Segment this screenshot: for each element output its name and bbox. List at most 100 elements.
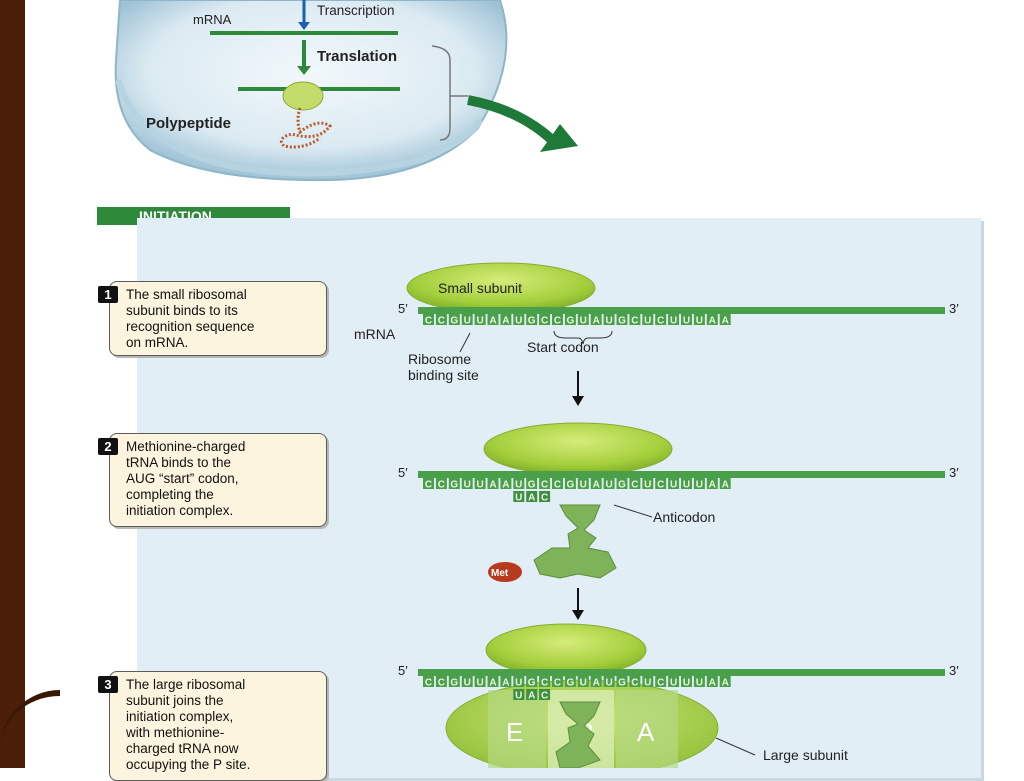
base-box <box>526 676 538 687</box>
base-box <box>474 314 486 325</box>
base-box <box>668 478 680 489</box>
base-letter: G <box>618 316 626 327</box>
base-box <box>539 676 551 687</box>
base-letter: U <box>464 678 471 689</box>
base-box <box>655 478 667 489</box>
base-letter: A <box>502 316 509 327</box>
mrna-backbone <box>418 669 945 676</box>
three-prime-label: 3′ <box>949 465 959 480</box>
anticodon-base-letter: C <box>541 691 548 702</box>
base-letter: U <box>580 480 587 491</box>
three-prime-label: 3′ <box>949 301 959 316</box>
base-letter: G <box>567 480 575 491</box>
base-box <box>668 314 680 325</box>
base-letter: U <box>683 480 690 491</box>
base-letter: U <box>515 480 522 491</box>
base-letter: U <box>670 316 677 327</box>
base-letter: C <box>425 678 432 689</box>
base-letter: C <box>438 316 445 327</box>
base-box <box>629 676 641 687</box>
base-box <box>719 314 731 325</box>
anticodon-base-letter: C <box>541 493 548 504</box>
base-letter: G <box>528 678 536 689</box>
five-prime-label: 5′ <box>398 465 408 480</box>
base-letter: G <box>567 678 575 689</box>
step-text: Methionine-charged tRNA binds to the AUG… <box>126 439 246 518</box>
mrna-backbone <box>418 471 945 478</box>
base-box <box>513 314 525 325</box>
base-box <box>603 314 615 325</box>
base-letter: C <box>554 678 561 689</box>
base-letter: U <box>476 678 483 689</box>
base-letter: U <box>670 678 677 689</box>
base-letter: A <box>489 678 496 689</box>
base-letter: U <box>476 480 483 491</box>
base-box <box>552 676 563 687</box>
small-subunit-label: Small subunit <box>438 280 522 296</box>
base-box <box>487 676 499 687</box>
base-letter: A <box>489 480 496 491</box>
three-prime-label: 3′ <box>949 663 959 678</box>
base-letter: U <box>515 316 522 327</box>
base-box <box>474 676 486 687</box>
base-box <box>435 314 447 325</box>
base-letter: G <box>567 316 575 327</box>
base-letter: C <box>554 480 561 491</box>
base-box <box>642 314 654 325</box>
overview-ribosome <box>282 81 324 111</box>
base-box <box>448 676 460 687</box>
base-box <box>655 314 667 325</box>
five-prime-label: 5′ <box>398 301 408 316</box>
base-letter: U <box>605 480 612 491</box>
site-a-region <box>616 690 678 768</box>
base-box <box>706 676 718 687</box>
base-box <box>423 676 434 687</box>
base-box <box>668 676 680 687</box>
base-box <box>539 314 551 325</box>
base-box <box>603 676 615 687</box>
base-letter: U <box>464 316 471 327</box>
anticodon-label: Anticodon <box>653 509 715 525</box>
large-subunit-label: Large subunit <box>763 747 848 763</box>
base-box <box>693 314 705 325</box>
step-text: The small ribosomal subunit binds to its… <box>126 287 255 350</box>
base-box <box>500 478 512 489</box>
trna-in-p-site <box>555 701 601 768</box>
slide-left-bar <box>0 0 25 768</box>
base-letter: U <box>605 678 612 689</box>
base-letter: U <box>696 678 703 689</box>
base-box <box>681 314 692 325</box>
trna-molecule <box>533 504 617 579</box>
base-letter: C <box>438 480 445 491</box>
base-box <box>603 478 615 489</box>
base-box <box>590 314 602 325</box>
start-codon-label: Start codon <box>527 339 599 355</box>
mrna-backbone <box>418 307 945 314</box>
base-letter: G <box>528 316 536 327</box>
base-letter: G <box>450 316 458 327</box>
base-box <box>693 676 705 687</box>
base-letter: C <box>631 480 638 491</box>
site-a-label: A <box>637 717 655 747</box>
base-letter: C <box>657 316 664 327</box>
base-box <box>616 478 628 489</box>
base-letter: A <box>709 678 716 689</box>
anticodon-base-box <box>526 689 538 700</box>
base-letter: C <box>631 316 638 327</box>
base-letter: U <box>644 678 651 689</box>
base-letter: A <box>722 316 729 327</box>
base-letter: U <box>464 480 471 491</box>
base-box <box>526 478 538 489</box>
start-codon-bracket <box>553 330 613 345</box>
base-letter: U <box>683 316 690 327</box>
cell-overview-illustration: Transcription mRNA Translation Polypepti… <box>114 0 578 182</box>
mrna-label: mRNA <box>354 326 396 342</box>
base-box <box>564 478 576 489</box>
base-letter: U <box>683 678 690 689</box>
base-letter: C <box>438 678 445 689</box>
